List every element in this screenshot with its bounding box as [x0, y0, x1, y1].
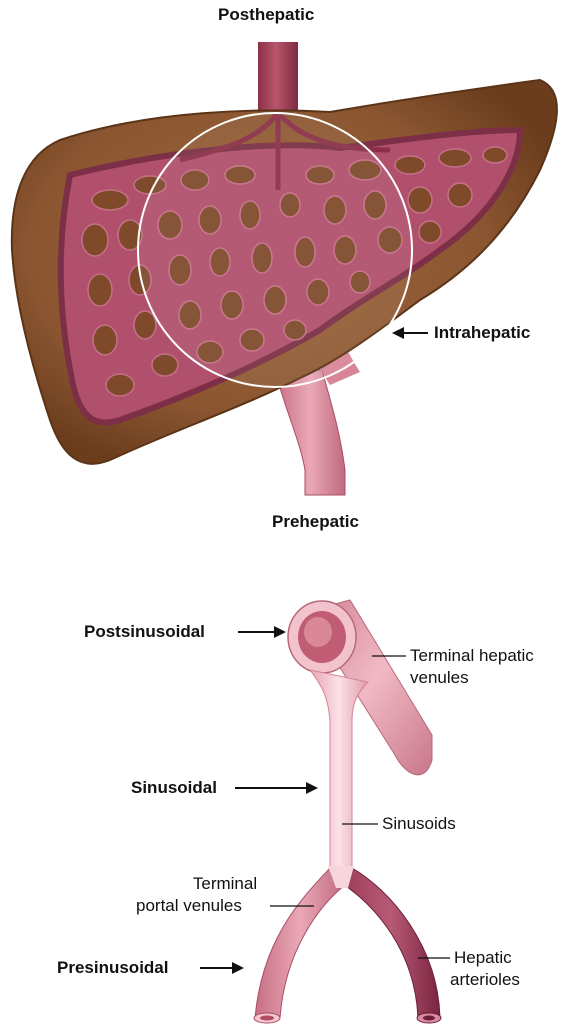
label-postsinusoidal: Postsinusoidal [84, 622, 205, 642]
portal-vein [275, 370, 345, 495]
intrahepatic-arrow [392, 327, 428, 339]
label-presinusoidal: Presinusoidal [57, 958, 168, 978]
postsinusoidal-arrow [238, 626, 286, 638]
sinusoid-tube [310, 670, 368, 870]
label-posthepatic: Posthepatic [218, 5, 314, 25]
label-prehepatic: Prehepatic [272, 512, 359, 532]
label-hepatic-arterioles-line2: arterioles [450, 970, 520, 990]
intrahepatic-highlight-circle [138, 113, 412, 387]
presinusoidal-arrow [200, 962, 244, 974]
hepatic-arteriole [340, 868, 440, 1018]
label-sinusoids: Sinusoids [382, 814, 456, 834]
label-terminal-portal-venules-line1: Terminal [160, 874, 290, 894]
label-terminal-hepatic-venules-line1: Terminal hepatic [410, 646, 534, 666]
sinusoidal-arrow [235, 782, 318, 794]
label-terminal-hepatic-venules-line2: venules [410, 668, 469, 688]
label-intrahepatic: Intrahepatic [434, 323, 530, 343]
label-hepatic-arterioles-line1: Hepatic [454, 948, 512, 968]
label-sinusoidal: Sinusoidal [131, 778, 217, 798]
label-terminal-portal-venules-line2: portal venules [136, 896, 242, 916]
liver-illustration [12, 42, 557, 495]
